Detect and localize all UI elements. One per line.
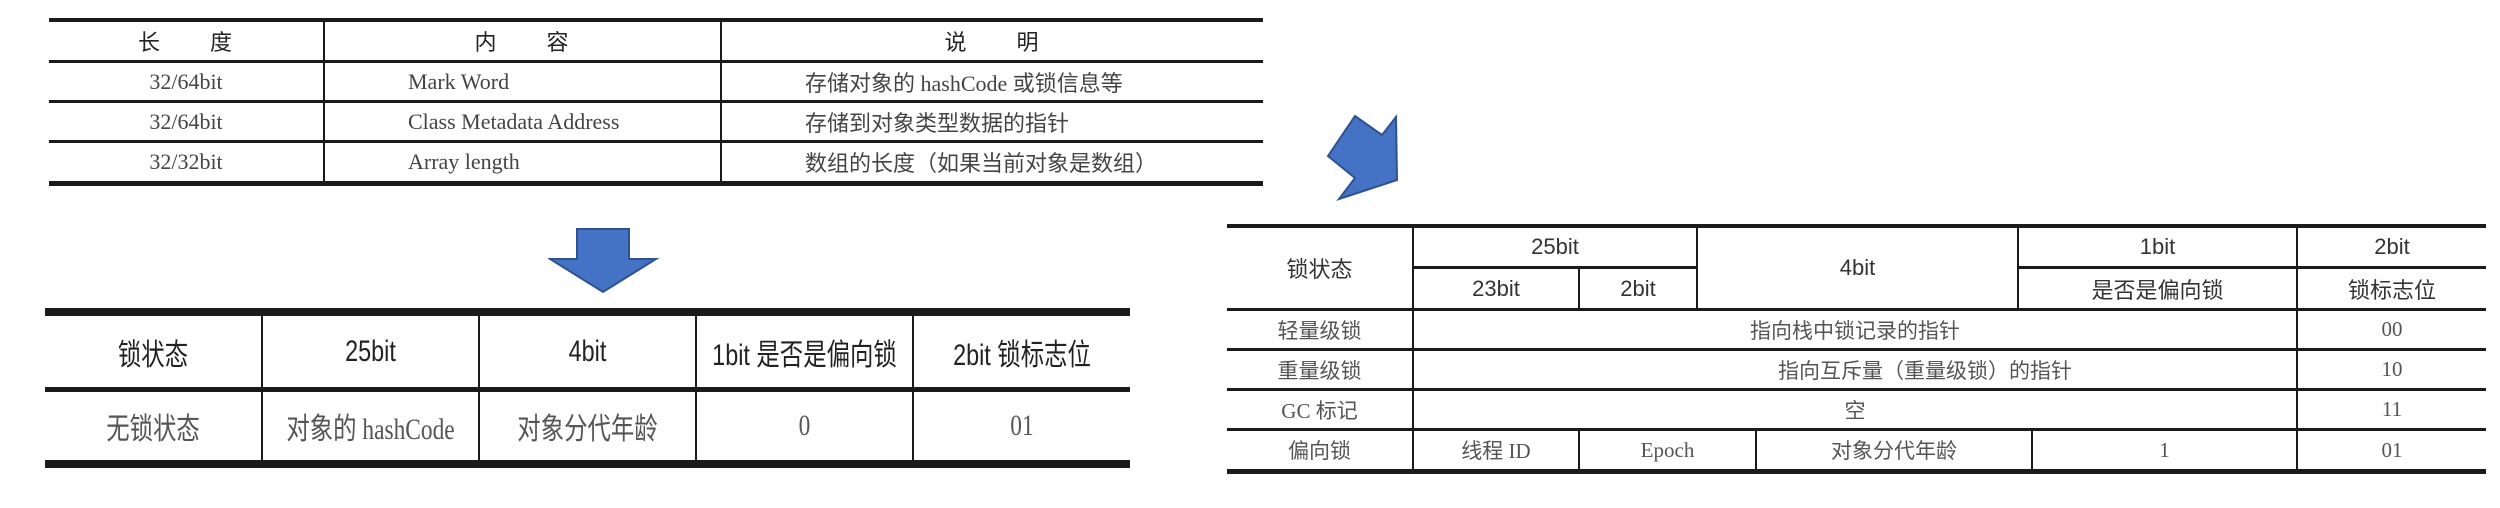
header-length: 长 度: [137, 31, 234, 56]
header-1bit-biased: 1bit 是否是偏向锁: [712, 338, 897, 372]
cell-flag: 01: [1010, 409, 1034, 442]
header-23bit: 23bit: [1472, 275, 1520, 301]
header-4bit: 4bit: [1839, 255, 1876, 280]
row-description: 存储对象的 hashCode 或锁信息等: [805, 70, 1123, 96]
header-biased-desc: 是否是偏向锁: [2091, 277, 2224, 303]
cell-state-biased: 偏向锁: [1288, 439, 1351, 463]
header-subdivider: [2017, 266, 2486, 269]
header-2bit-flag: 2bit 锁标志位: [953, 338, 1091, 372]
header-25bit: 25bit: [345, 334, 396, 368]
header-1bit: 1bit: [2139, 234, 2176, 259]
row-content: Array length: [408, 149, 520, 174]
header-lock-state: 锁状态: [1286, 257, 1353, 282]
row-length: 32/32bit: [149, 149, 223, 174]
cell-content-heavyweight: 指向互斥量（重量级锁）的指针: [1778, 358, 2072, 383]
arrow-down-icon: [548, 228, 660, 294]
table-bottom-border: [45, 460, 1130, 468]
table-bottom-border: [1227, 469, 2486, 474]
cell-state-gc: GC 标记: [1281, 398, 1358, 423]
header-25bit: 25bit: [1531, 234, 1579, 259]
header-2bit-sub: 2bit: [1620, 275, 1656, 301]
table-top-border: [45, 308, 1130, 316]
column-divider: [1755, 430, 1757, 471]
column-divider: [323, 20, 325, 183]
cell-content-gc: 空: [1844, 398, 1866, 423]
table-header-divider: [1227, 308, 2486, 311]
row-divider: [49, 140, 1263, 143]
header-lock-state: 锁状态: [117, 338, 189, 372]
cell-flag-lightweight: 00: [2381, 317, 2403, 341]
cell-age: 对象分代年龄: [517, 413, 658, 446]
table-bottom-border: [49, 181, 1263, 186]
column-divider: [2017, 226, 2019, 310]
cell-state-lightweight: 轻量级锁: [1277, 318, 1362, 343]
row-length: 32/64bit: [149, 108, 223, 134]
table-top-border: [49, 18, 1263, 22]
row-divider: [1227, 428, 2486, 431]
column-divider: [478, 314, 480, 462]
column-divider: [1412, 226, 1414, 471]
cell-state-heavyweight: 重量级锁: [1277, 358, 1362, 383]
header-content: 内 容: [474, 31, 571, 56]
cell-hashcode: 对象的 hashCode: [286, 413, 455, 446]
header-4bit: 4bit: [568, 334, 607, 368]
row-divider: [49, 100, 1263, 103]
header-description: 说 明: [944, 31, 1041, 56]
cell-epoch: Epoch: [1640, 437, 1695, 462]
table-header-divider: [49, 60, 1263, 63]
header-2bit: 2bit: [2374, 234, 2410, 259]
cell-flag-biased: 01: [2381, 437, 2403, 462]
column-divider: [2296, 226, 2298, 471]
column-divider: [1696, 226, 1698, 310]
cell-biased-bit: 1: [2159, 437, 2170, 462]
column-divider: [695, 314, 697, 462]
header-subdivider: [1413, 266, 1697, 269]
row-length: 32/64bit: [149, 68, 223, 94]
column-divider: [1578, 268, 1580, 310]
column-divider: [2031, 430, 2033, 471]
row-divider: [1227, 388, 2486, 391]
cell-lock-state: 无锁状态: [106, 413, 200, 446]
cell-flag-heavyweight: 10: [2381, 357, 2403, 381]
row-content: Class Metadata Address: [408, 108, 620, 134]
cell-content-lightweight: 指向栈中锁记录的指针: [1750, 318, 1960, 343]
cell-thread-id: 线程 ID: [1461, 439, 1531, 463]
row-description: 存储到对象类型数据的指针: [805, 110, 1070, 136]
row-description: 数组的长度（如果当前对象是数组）: [805, 151, 1158, 176]
cell-age: 对象分代年龄: [1831, 439, 1957, 463]
table-top-border: [1227, 224, 2486, 228]
row-content: Mark Word: [408, 68, 510, 94]
header-flag-desc: 锁标志位: [2347, 277, 2436, 303]
column-divider: [912, 314, 914, 462]
table-header-divider: [45, 387, 1130, 392]
cell-biased: 0: [798, 409, 811, 442]
column-divider: [1578, 430, 1580, 471]
column-divider: [261, 314, 263, 462]
column-divider: [720, 20, 722, 183]
arrow-down-right-icon: [1326, 114, 1399, 201]
cell-flag-gc: 11: [2381, 397, 2403, 421]
row-divider: [1227, 348, 2486, 351]
